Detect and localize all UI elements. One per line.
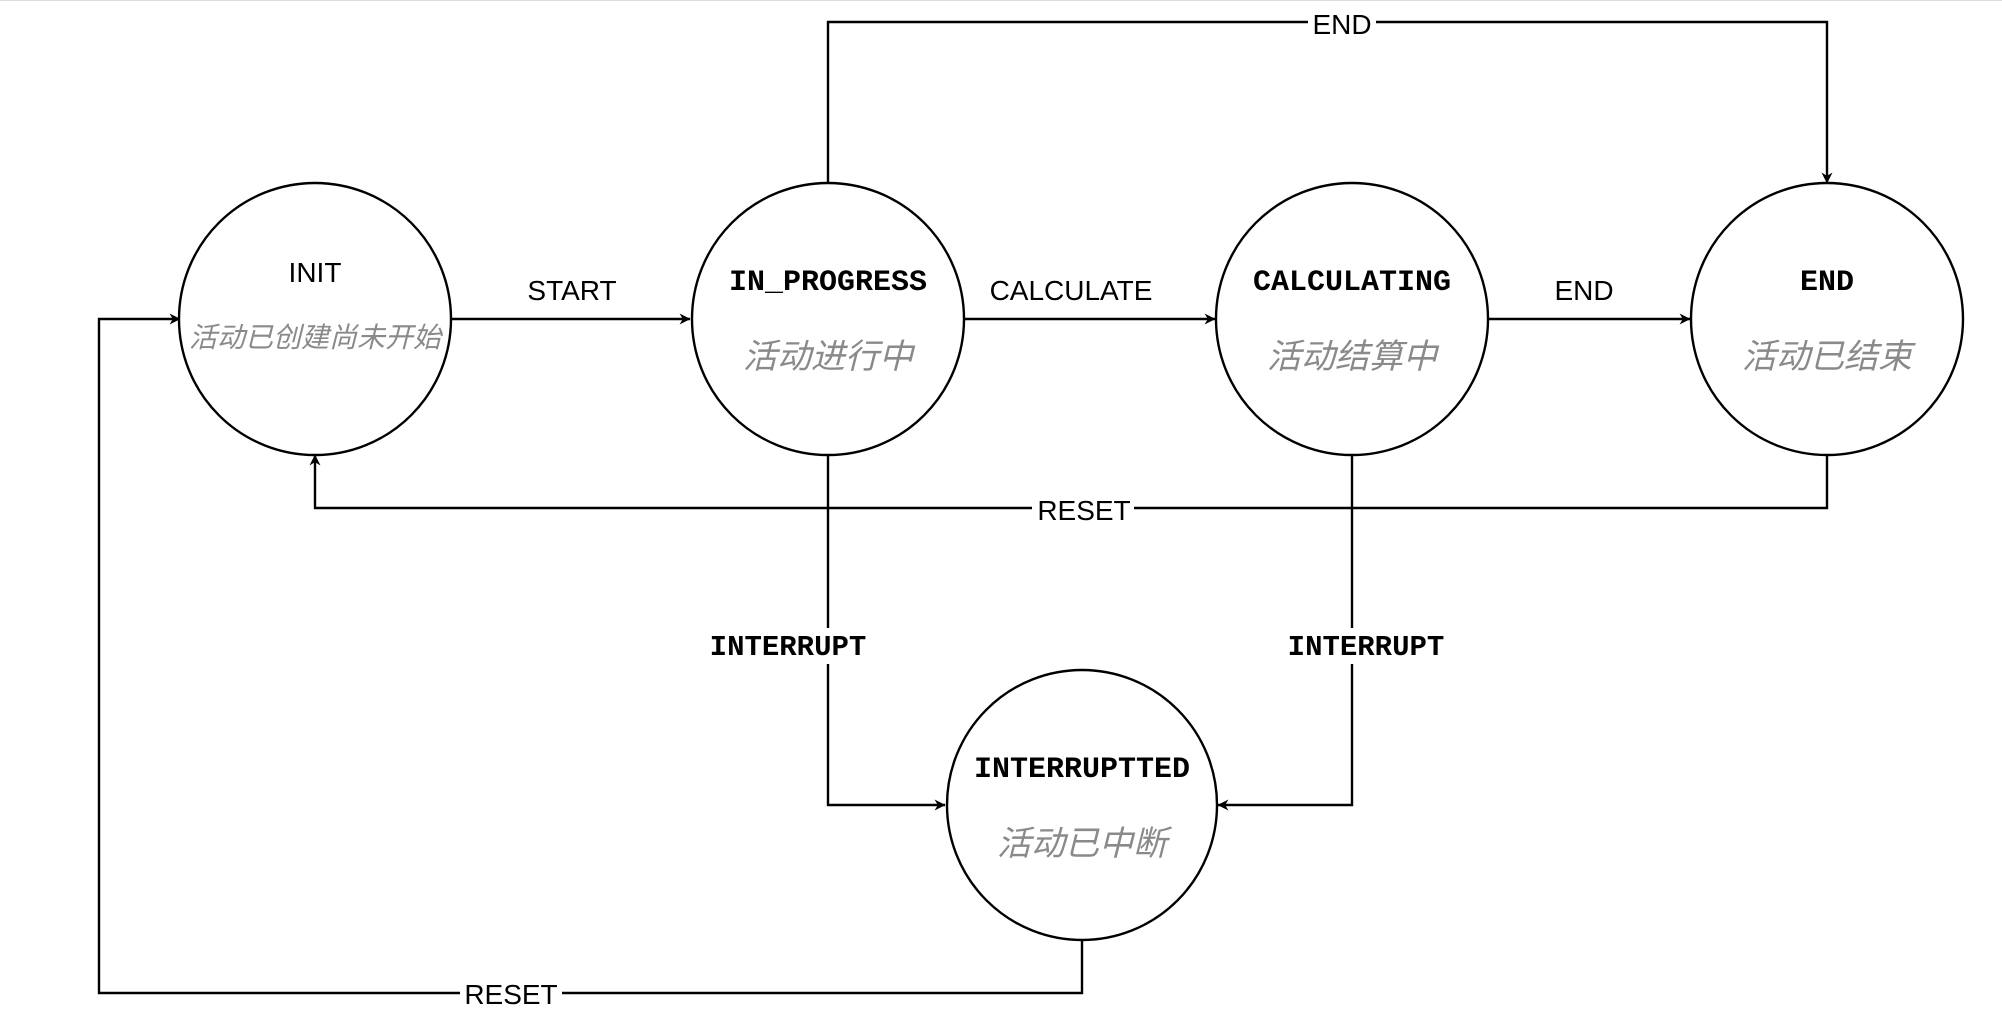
state-init-circle [177,181,453,457]
edge-label-reset-from-end: RESET [1032,494,1134,526]
edge-label-interrupt-from-calculating-text: INTERRUPT [1288,631,1445,664]
edge-end-from-in-progress [826,20,1833,184]
state-interrupted-circle [945,668,1219,942]
state-calculating-name: CALCULATING [1253,266,1451,300]
edge-interrupt-from-in-progress [826,455,946,811]
edge-label-reset-from-interrupted: RESET [460,978,562,1010]
edge-interrupt-from-calculating [1217,455,1354,811]
edge-label-calculate: CALCULATE [990,275,1153,306]
state-in-progress: IN_PROGRESS 活动进行中 [690,181,966,457]
state-end-name: END [1800,266,1854,300]
state-calculating-description: 活动结算中 [1267,337,1440,377]
edge-label-interrupt-from-calculating: INTERRUPT [1270,628,1462,664]
state-end-description: 活动已结束 [1742,337,1916,377]
state-calculating: CALCULATING 活动结算中 [1214,181,1490,457]
state-in-progress-circle [690,181,966,457]
state-end-circle [1689,181,1965,457]
state-interrupted: INTERRUPTTED 活动已中断 [945,668,1219,942]
edge-label-calculate-text: CALCULATE [990,275,1153,306]
state-calculating-circle [1214,181,1490,457]
state-end: END 活动已结束 [1689,181,1965,457]
edge-label-end-from-in-progress: END [1308,8,1376,40]
edge-label-end-from-in-progress-text: END [1312,9,1371,40]
edge-label-start-text: START [527,275,616,306]
state-init-description: 活动已创建尚未开始 [189,321,444,354]
state-interrupted-description: 活动已中断 [997,824,1173,864]
state-init: INIT 活动已创建尚未开始 [177,181,453,457]
state-in-progress-description: 活动进行中 [743,337,916,377]
edge-label-end-from-calculating: END [1554,275,1613,306]
edge-label-interrupt-from-in-progress-text: INTERRUPT [710,631,867,664]
state-interrupted-name: INTERRUPTTED [974,753,1190,787]
edge-label-reset-from-end-text: RESET [1037,495,1130,526]
edge-label-interrupt-from-in-progress: INTERRUPT [692,628,884,664]
edge-label-reset-from-interrupted-text: RESET [464,979,557,1010]
edge-label-start: START [527,275,616,306]
state-in-progress-name: IN_PROGRESS [729,266,927,300]
state-init-name: INIT [289,257,342,288]
edge-label-end-from-calculating-text: END [1554,275,1613,306]
edge-reset-from-interrupted [97,313,1084,995]
